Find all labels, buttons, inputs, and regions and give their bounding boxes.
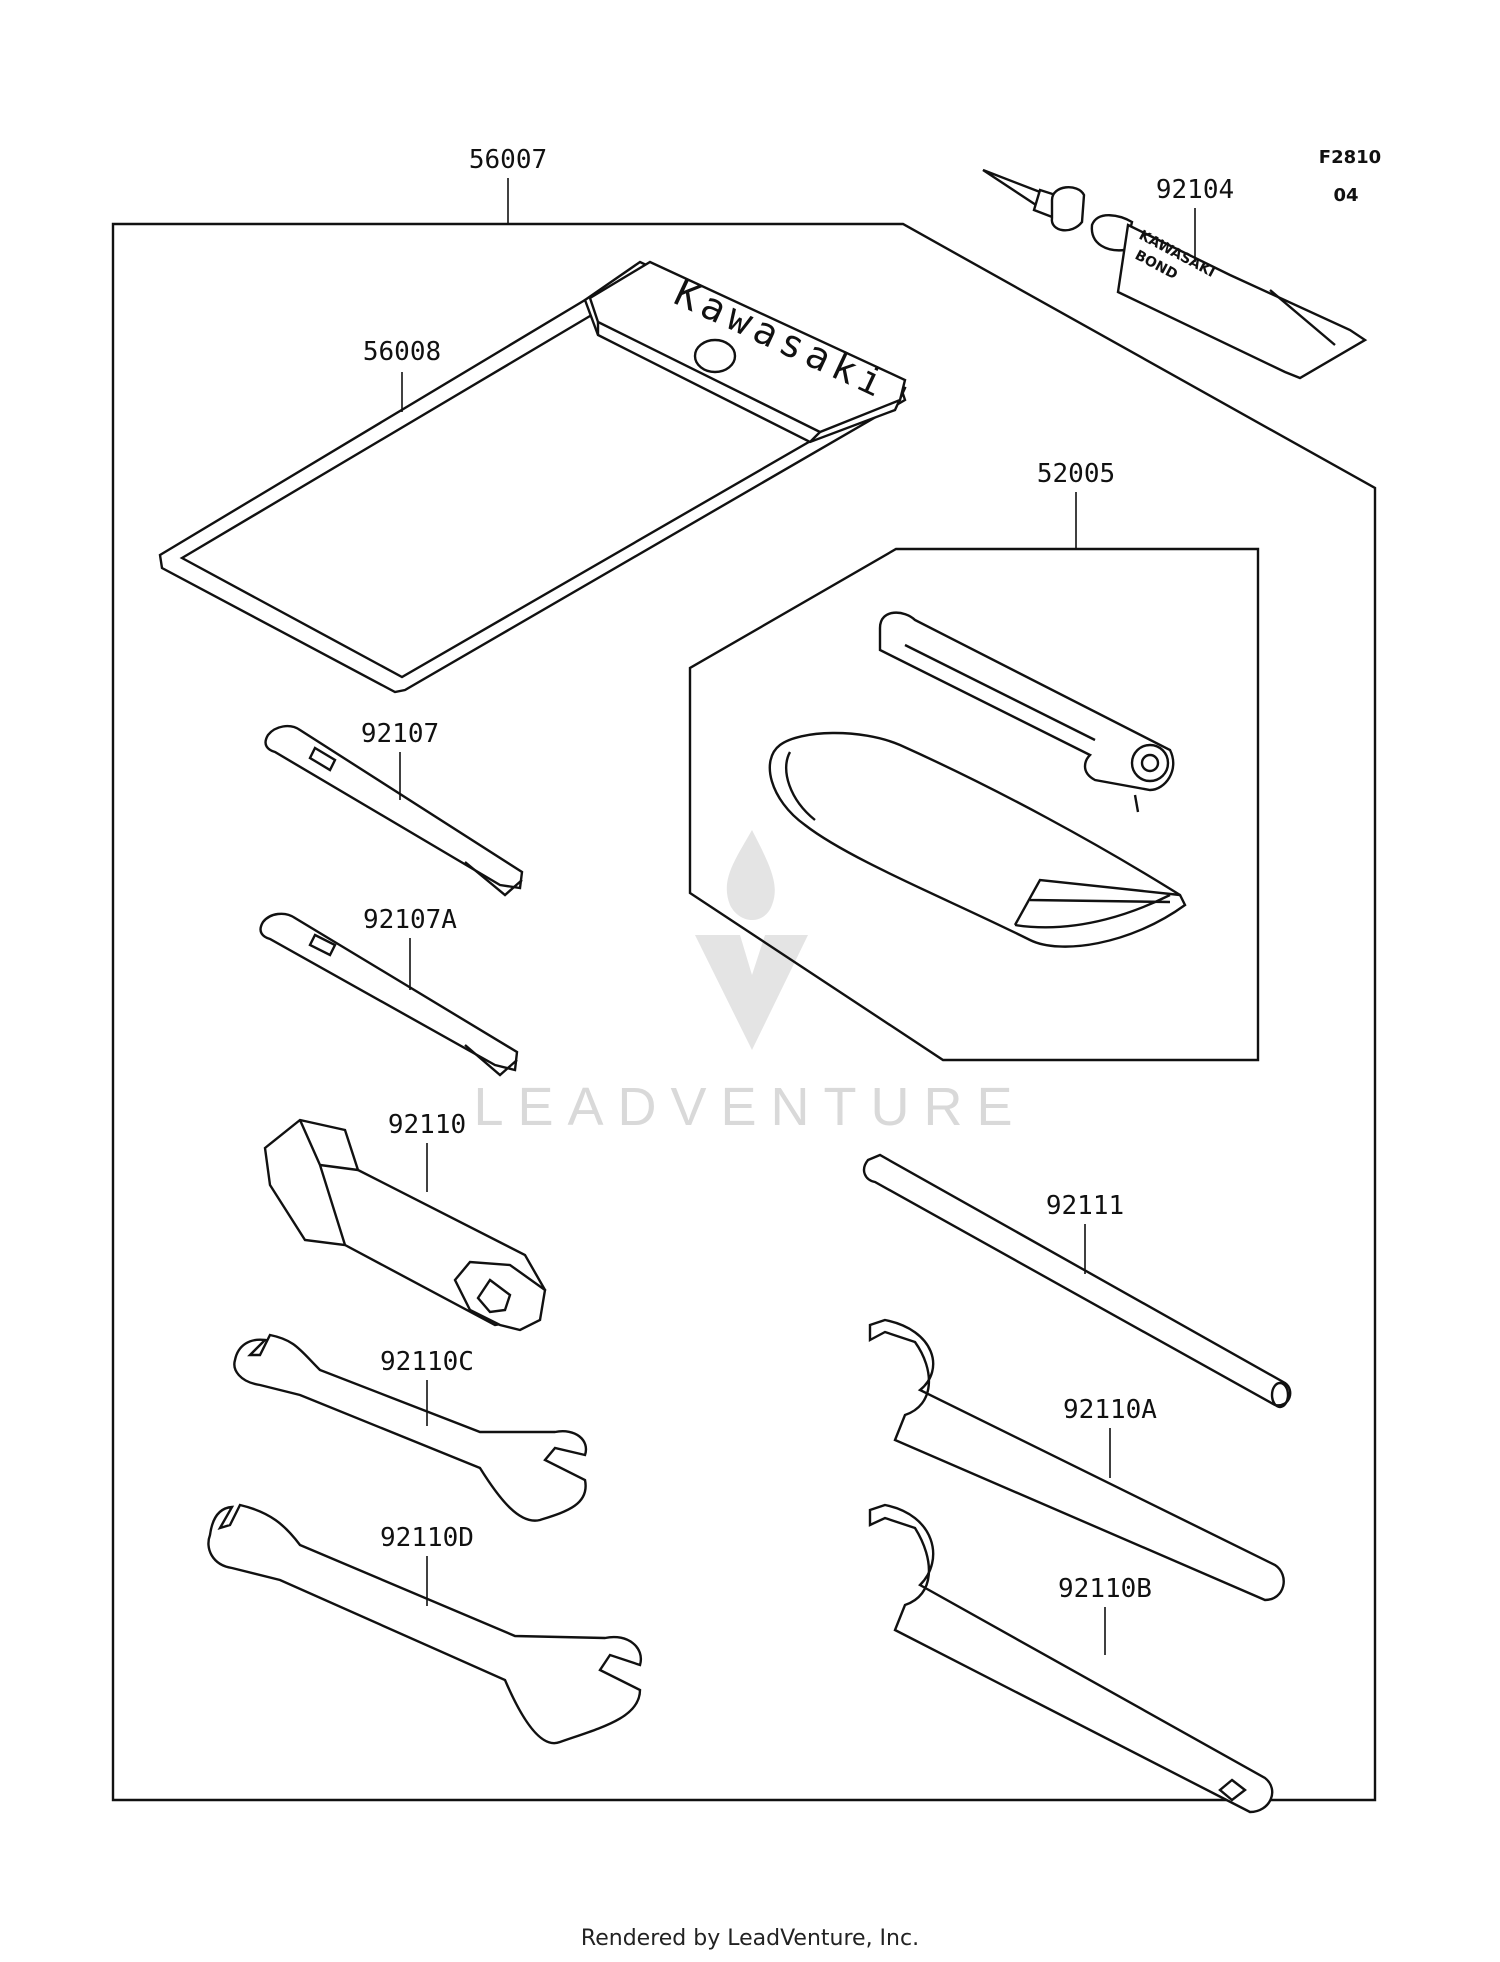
open-end-wrench-92110C — [233, 1333, 588, 1522]
part-label-52005: 52005 — [1037, 459, 1115, 489]
kit-boundary — [111, 222, 1377, 1802]
part-label-92107: 92107 — [361, 719, 439, 749]
watermark-text: LEADVENTURE — [473, 1077, 1026, 1137]
part-label-92104: 92104 — [1156, 175, 1234, 205]
part-label-92110B: 92110B — [1058, 1574, 1152, 1604]
bar-92111 — [862, 1153, 1292, 1409]
part-label-56008: 56008 — [363, 337, 441, 367]
part-label-92110C: 92110C — [380, 1347, 474, 1377]
screwdriver-92107 — [264, 724, 524, 897]
open-end-wrench-92110D — [207, 1503, 643, 1745]
part-label-92107A: 92107A — [363, 905, 457, 935]
subkit-boundary-52005 — [688, 547, 1260, 1062]
part-label-92110D: 92110D — [380, 1523, 474, 1553]
figure-code-line1: F2810 — [1319, 147, 1381, 168]
watermark: LEADVENTURE — [473, 830, 1026, 1137]
pouch-snap-button — [693, 338, 737, 374]
part-label-56007: 56007 — [469, 145, 547, 175]
watermark-v-icon — [695, 935, 808, 1050]
watermark-flame-icon — [726, 830, 775, 920]
figure-code-line2: 04 — [1333, 185, 1358, 206]
hook-wrench-92110B — [868, 1503, 1274, 1814]
bond-tube-92104: KAWASAKI BOND — [982, 168, 1368, 380]
box-wrench-92110 — [263, 1118, 547, 1332]
tool-pouch-56008: Kawasaki — [158, 260, 907, 694]
hook-wrench-92110A — [868, 1318, 1285, 1602]
screwdriver-92107A — [259, 912, 519, 1077]
part-label-92110: 92110 — [388, 1110, 466, 1140]
spark-plug-wrench-bag — [768, 611, 1187, 948]
part-label-92111: 92111 — [1046, 1191, 1124, 1221]
footer-credit: Rendered by LeadVenture, Inc. — [580, 1926, 920, 1951]
part-label-92110A: 92110A — [1063, 1395, 1157, 1425]
